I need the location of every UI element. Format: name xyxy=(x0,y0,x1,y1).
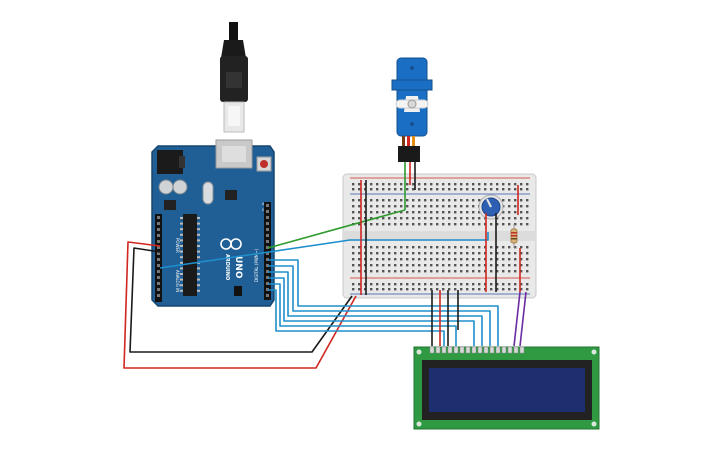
brand-text: ARDUINO xyxy=(224,254,230,280)
resistor[interactable] xyxy=(510,224,518,248)
label-power: POWER xyxy=(175,238,180,253)
wire-pot-analog[interactable] xyxy=(159,232,489,269)
wire-lcd-d5[interactable] xyxy=(268,271,483,346)
wires xyxy=(123,162,527,369)
breadboard-holes[interactable] xyxy=(352,183,529,291)
usb-cable-wire xyxy=(229,22,238,42)
digital-header[interactable] xyxy=(264,202,271,300)
crystal xyxy=(202,181,214,205)
power-analog-header-pins xyxy=(157,216,160,297)
wire-5v[interactable] xyxy=(123,241,357,369)
micro-servo[interactable] xyxy=(391,57,433,162)
lcd-screen xyxy=(429,368,585,412)
wire-signal-green[interactable] xyxy=(267,209,406,249)
arduino-logo-icon xyxy=(220,238,242,250)
model-text: UNO xyxy=(233,256,243,279)
wire-gnd[interactable] xyxy=(129,247,353,353)
lcd-16x2[interactable] xyxy=(413,346,600,430)
digital-header-pins xyxy=(266,204,269,297)
power-jack-icon xyxy=(157,150,183,174)
wire-lcd-d6[interactable] xyxy=(268,265,491,346)
wire-lcd-backlight[interactable] xyxy=(519,291,527,347)
icsp-header xyxy=(234,286,242,296)
lcd-pin-header[interactable] xyxy=(429,346,525,354)
wire-lcd-d4[interactable] xyxy=(268,277,475,346)
atmega-chip xyxy=(183,214,197,296)
breadboard[interactable] xyxy=(342,173,537,299)
arduino-uno-board[interactable]: AREF GND DIGITAL (PWM~) POWER ANALOG IN … xyxy=(151,139,275,307)
wire-lcd-d7[interactable] xyxy=(268,259,499,346)
capacitor-1 xyxy=(158,179,174,195)
usb-strain-relief xyxy=(221,40,246,58)
wire-lcd-rs[interactable] xyxy=(268,289,445,346)
breadboard-channel xyxy=(343,231,536,241)
label-digital: DIGITAL (PWM~) xyxy=(254,248,259,282)
label-analog: ANALOG IN xyxy=(175,270,180,292)
usb-cable[interactable] xyxy=(220,22,248,133)
potentiometer[interactable] xyxy=(478,194,504,220)
wire-lcd-en[interactable] xyxy=(268,283,457,346)
servo-connector xyxy=(398,146,420,162)
servo-shaft xyxy=(407,99,417,109)
capacitor-2 xyxy=(172,179,188,195)
